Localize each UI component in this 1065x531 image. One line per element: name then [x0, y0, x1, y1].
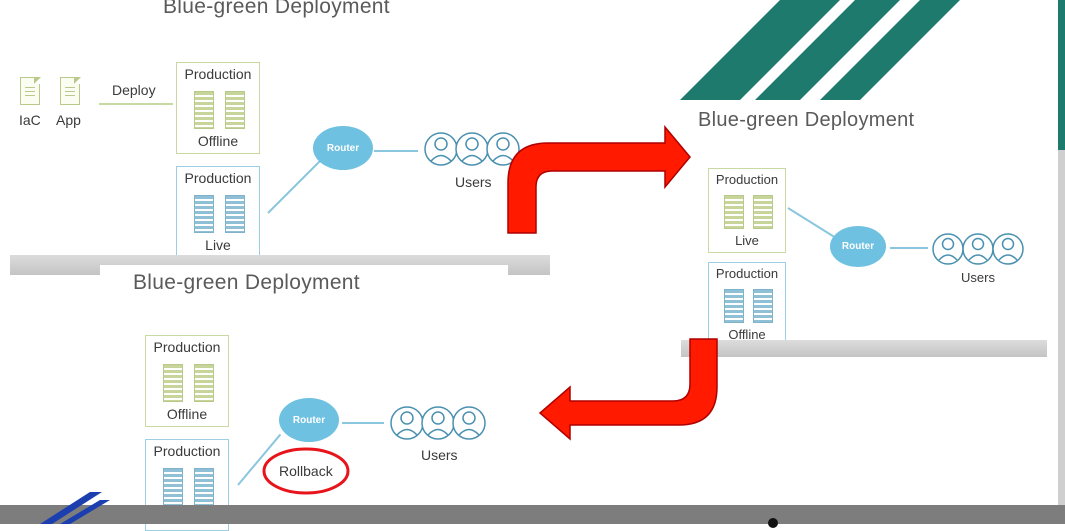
prod-title: Production: [184, 66, 252, 82]
deploy-line: [99, 103, 173, 105]
server-icon: [163, 364, 183, 402]
router-to-users-line: [374, 150, 418, 152]
bottom-dot: [768, 518, 778, 528]
right-shelf: [681, 340, 1047, 357]
server-icon: [163, 468, 183, 506]
bottom-left-logo-stripes: [40, 492, 110, 524]
server-icon: [724, 195, 744, 229]
prod-title: Production: [184, 170, 252, 186]
bottom-bar: [0, 505, 1065, 524]
right-title: Blue-green Deployment: [698, 109, 915, 131]
app-label: App: [56, 112, 81, 128]
server-icon: [753, 195, 773, 229]
prod-state: Offline: [728, 327, 766, 342]
prod-state: Offline: [197, 133, 239, 149]
prod-title: Production: [153, 443, 221, 459]
users-icon: [390, 406, 486, 440]
top-left-title: Blue-green Deployment: [163, 0, 390, 18]
app-file-icon: [60, 76, 81, 105]
bottom-left-panel-bg: [100, 265, 508, 275]
arrow-to-bottom-panel: [538, 338, 718, 441]
iac-file-icon: [20, 76, 41, 105]
users-icon: [932, 233, 1024, 265]
server-icon: [194, 468, 214, 506]
right-edge-strip: [1058, 0, 1065, 150]
router-to-live-line: [267, 158, 323, 214]
prod-state: Offline: [166, 406, 208, 422]
prod-title: Production: [715, 172, 779, 187]
server-icon: [194, 364, 214, 402]
server-icon: [194, 91, 214, 129]
bottom-left-router: Router: [279, 398, 339, 442]
top-left-router: Router: [313, 126, 373, 170]
prod-title: Production: [153, 339, 221, 355]
server-icon: [724, 289, 744, 323]
router-to-live-line: [787, 207, 835, 238]
rollback-highlight-circle: [262, 447, 350, 495]
right-prod-offline: Production Offline: [708, 262, 786, 347]
server-icon: [225, 91, 245, 129]
right-users-label: Users: [961, 270, 995, 285]
right-prod-live: Production Live: [708, 168, 786, 253]
iac-label: IaC: [19, 112, 41, 128]
decorative-stripes: [680, 0, 960, 100]
right-router: Router: [830, 226, 886, 267]
arrow-to-right-panel: [507, 125, 691, 234]
top-left-prod-offline: Production Offline: [176, 62, 260, 154]
right-edge-gray: [1058, 150, 1065, 524]
users-icon: [424, 132, 520, 166]
bottom-left-users-label: Users: [421, 447, 458, 463]
bottom-left-prod-offline: Production Offline: [145, 335, 229, 427]
server-icon: [753, 289, 773, 323]
router-to-users-line: [890, 247, 928, 249]
deploy-label: Deploy: [112, 82, 156, 98]
top-left-prod-live: Production Live: [176, 166, 260, 258]
rollback-label: Rollback: [279, 463, 333, 479]
router-to-users-line: [342, 422, 384, 424]
prod-title: Production: [715, 266, 779, 281]
server-icon: [194, 195, 214, 233]
prod-state: Live: [735, 233, 759, 248]
top-left-users-label: Users: [455, 174, 492, 190]
bottom-left-title: Blue-green Deployment: [133, 271, 360, 294]
prod-state: Live: [205, 237, 231, 253]
server-icon: [225, 195, 245, 233]
